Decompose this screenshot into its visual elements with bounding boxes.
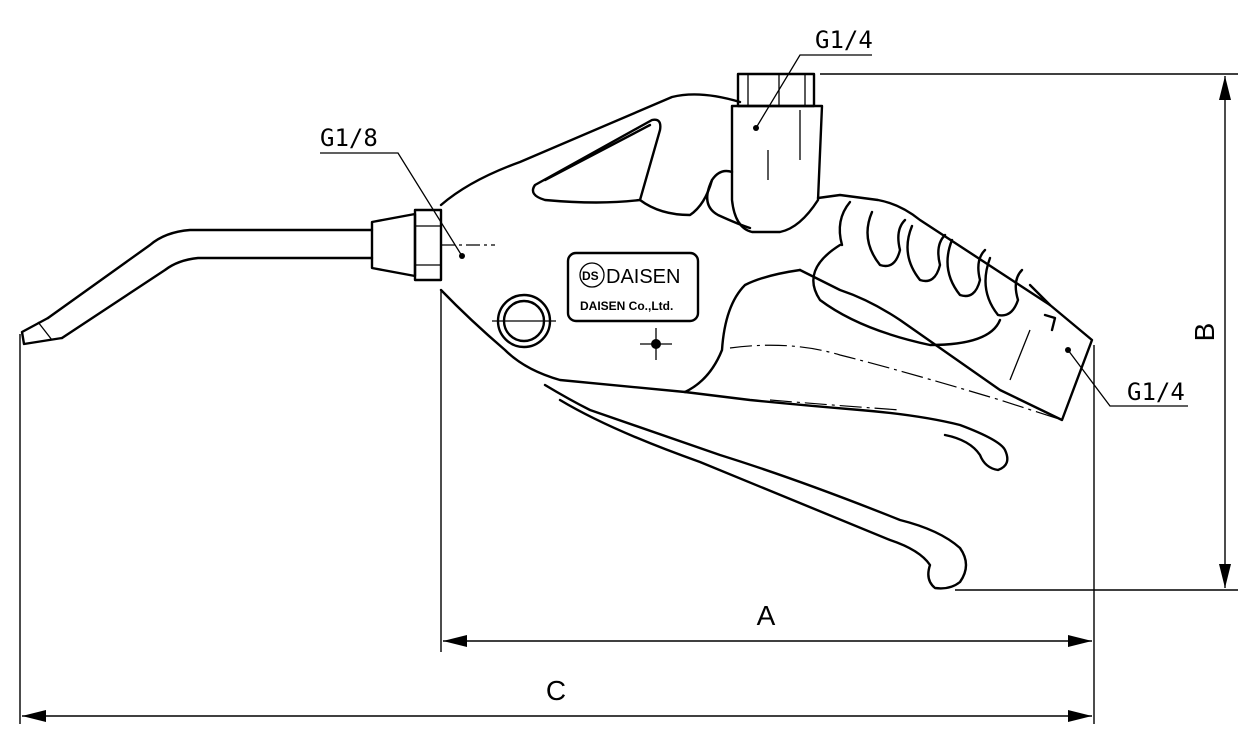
handle-grip bbox=[798, 193, 1094, 422]
label-nozzle-thread-text: G1/8 bbox=[320, 124, 378, 152]
label-top-inlet-text: G1/4 bbox=[815, 26, 873, 54]
label-top-inlet: G1/4 bbox=[755, 26, 873, 129]
label-nozzle-thread: G1/8 bbox=[320, 124, 465, 259]
dimension-b-label: B bbox=[1189, 323, 1220, 342]
label-rear-inlet-text: G1/4 bbox=[1127, 378, 1185, 406]
logo-brand: DAISEN bbox=[606, 266, 680, 288]
logo-mark: DS bbox=[582, 269, 599, 283]
trigger-lever bbox=[543, 344, 1063, 590]
nozzle-nut bbox=[370, 208, 495, 282]
gun-body bbox=[439, 93, 802, 394]
dimension-c: C bbox=[19, 334, 1092, 724]
label-rear-inlet: G1/4 bbox=[1067, 349, 1188, 407]
dimension-b: B bbox=[820, 73, 1238, 591]
dimension-c-label: C bbox=[546, 675, 566, 706]
dimension-a: A bbox=[440, 290, 1095, 724]
logo-company: DAISEN Co.,Ltd. bbox=[580, 299, 673, 313]
daisen-logo: DS DAISEN DAISEN Co.,Ltd. bbox=[566, 251, 700, 323]
dimension-a-label: A bbox=[757, 600, 776, 631]
top-inlet-fitting bbox=[730, 72, 824, 234]
nozzle-tube bbox=[20, 228, 374, 346]
